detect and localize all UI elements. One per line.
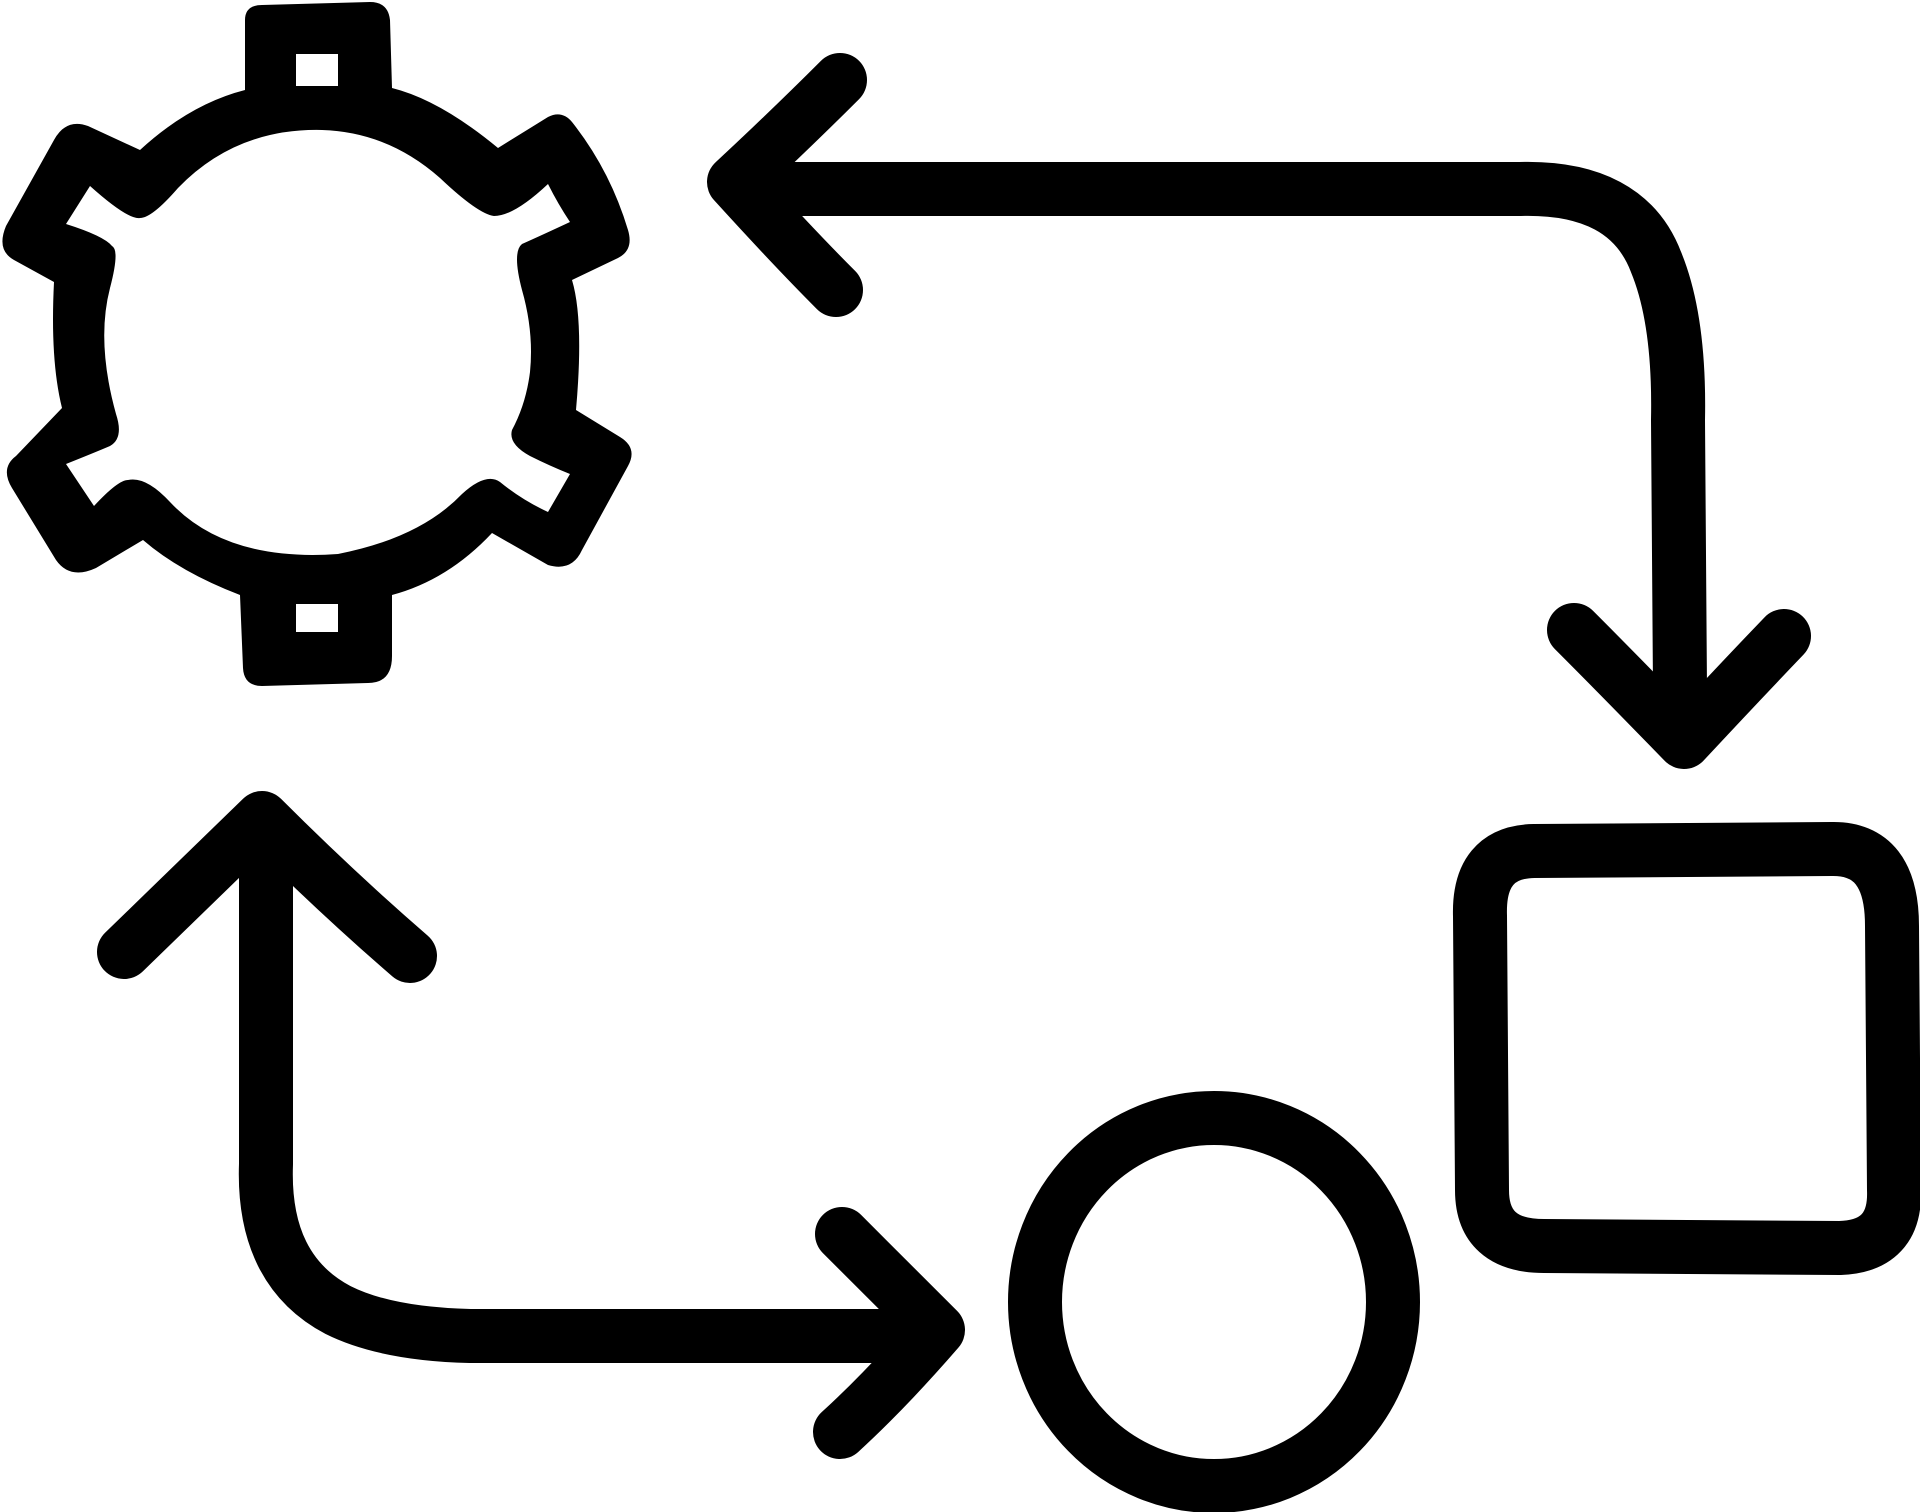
arrow-down-head — [1547, 603, 1811, 769]
arrow-up-icon — [97, 791, 937, 1363]
arrow-right-icon — [813, 1207, 965, 1459]
gear-tooth-slot-top — [296, 54, 338, 86]
arrow-left-head — [707, 53, 867, 317]
square-icon — [1452, 822, 1920, 1275]
gear-tooth-slot-bottom — [296, 604, 338, 632]
arrow-up-head — [97, 791, 437, 983]
connector-top-line — [743, 161, 1707, 717]
square-outline — [1452, 822, 1920, 1275]
arrow-down-icon — [1547, 603, 1811, 769]
arrow-left-icon — [707, 53, 1707, 717]
circle-icon — [1008, 1091, 1420, 1512]
arrow-right-head — [813, 1207, 965, 1459]
circle-outline — [1008, 1091, 1420, 1512]
gear-inner — [66, 129, 570, 555]
gear-icon — [2, 2, 632, 686]
connector-bottom-line — [238, 815, 937, 1363]
